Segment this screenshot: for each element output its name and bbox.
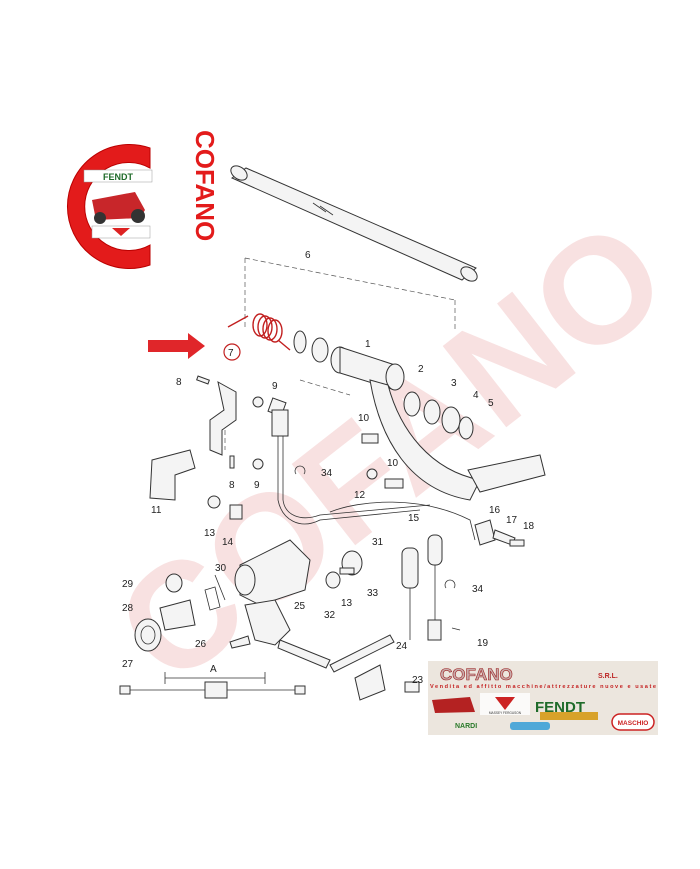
callout-10: 10 — [387, 458, 399, 469]
callout-25: 25 — [294, 601, 306, 612]
logo: FENDT COFANO — [67, 130, 220, 269]
bracket-8 — [209, 381, 237, 456]
callout-23: 23 — [412, 675, 424, 686]
callout-16: 16 — [489, 505, 501, 516]
plate-16 — [474, 519, 496, 546]
spring — [227, 313, 291, 351]
callout-26: 26 — [195, 639, 207, 650]
callout-32: 32 — [324, 610, 336, 621]
shaft — [230, 165, 478, 282]
housing — [239, 539, 311, 606]
callout-8: 8 — [176, 377, 182, 388]
callout-15: 15 — [408, 513, 420, 524]
highlight-circle — [223, 343, 241, 361]
callout-4: 4 — [473, 390, 479, 401]
callout-9: 9 — [254, 480, 260, 491]
callout-29: 29 — [122, 579, 134, 590]
callout-11: 11 — [151, 505, 162, 516]
callout-24: 24 — [396, 641, 408, 652]
callout-18: 18 — [523, 521, 535, 532]
dimension-label: A — [210, 664, 217, 675]
red-arrow-icon — [148, 333, 205, 359]
banner-brand-fendt: FENDT — [535, 699, 585, 716]
small-parts — [196, 375, 456, 589]
cables — [271, 409, 476, 541]
lower-parts — [134, 550, 461, 701]
banner-title: COFANO — [440, 665, 513, 684]
callout-27: 27 — [122, 659, 134, 670]
callout-19: 19 — [477, 638, 489, 649]
callout-7: 7 — [228, 348, 234, 359]
banner-brand-maschio: MASCHIO — [618, 720, 649, 727]
callout-34: 34 — [321, 468, 333, 479]
callout-34: 34 — [472, 584, 484, 595]
callout-17: 17 — [506, 515, 518, 526]
callout-13: 13 — [204, 528, 216, 539]
cable-dimension-a — [119, 672, 306, 699]
callout-5: 5 — [488, 398, 494, 409]
callout-1: 1 — [365, 339, 371, 350]
washers — [293, 330, 474, 440]
cable-boots — [401, 534, 443, 641]
callout-3: 3 — [451, 378, 457, 389]
bracket-11 — [149, 449, 196, 501]
callout-9: 9 — [272, 381, 278, 392]
callout-33: 33 — [367, 588, 379, 599]
callout-12: 12 — [354, 490, 366, 501]
callout-30: 30 — [215, 563, 227, 574]
callout-2: 2 — [418, 364, 424, 375]
callout-14: 14 — [222, 537, 234, 548]
logo-brand: COFANO — [190, 130, 220, 241]
logo-badge-top: FENDT — [103, 172, 133, 182]
pedal-arm — [330, 346, 546, 501]
callout-28: 28 — [122, 603, 134, 614]
callout-31: 31 — [372, 537, 384, 548]
callout-13: 13 — [341, 598, 353, 609]
banner-suffix: S.R.L. — [598, 673, 618, 680]
banner-brand-nardi: NARDI — [455, 723, 477, 730]
callout-6: 6 — [305, 250, 311, 261]
dealer-banner: COFANO S.R.L. Vendita ed affitto macchin… — [428, 661, 658, 735]
banner-brand-mf: MASSEY FERGUSON — [489, 711, 522, 715]
callout-10: 10 — [358, 413, 370, 424]
callout-8: 8 — [229, 480, 235, 491]
